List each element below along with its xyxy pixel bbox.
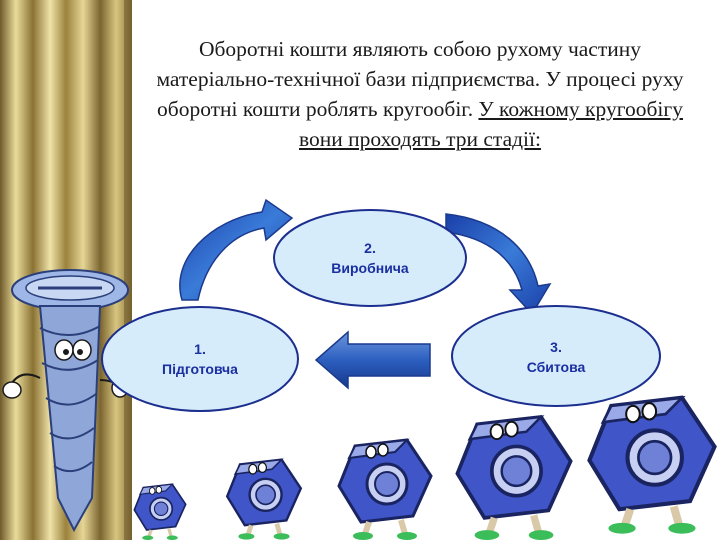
hex-nut-cartoon-icon xyxy=(132,482,188,540)
stage-ellipse-2 xyxy=(273,209,467,307)
stage-name-3: Сбитова xyxy=(526,359,586,375)
slide-text: Оборотні кошти являють собою рухому част… xyxy=(140,34,700,154)
stage-number-1: 1. xyxy=(194,341,206,357)
stage-label-3: 3. Сбитова xyxy=(476,337,636,377)
hex-nut-cartoon-icon xyxy=(334,436,436,540)
arrow-stage3-to-stage1 xyxy=(314,330,431,390)
slide-text-plain: Оборотні кошти являють собою рухому част… xyxy=(156,37,684,121)
stage-label-2: 2. Виробнича xyxy=(290,238,450,278)
screw-character-icon xyxy=(0,268,140,540)
stage-name-2: Виробнича xyxy=(331,260,409,276)
stage-number-2: 2. xyxy=(364,240,376,256)
hex-nut-cartoon-icon xyxy=(584,386,720,540)
hex-nut-cartoon-icon xyxy=(452,412,576,540)
arrow-stage1-to-stage2 xyxy=(179,198,294,301)
stage-ellipse-3 xyxy=(451,305,661,407)
stage-number-3: 3. xyxy=(550,339,562,355)
slide-text-underlined: У кожному кругообігу вони проходять три … xyxy=(299,97,683,151)
stage-name-1: Підготовча xyxy=(162,361,238,377)
hex-nut-cartoon-icon xyxy=(224,456,304,540)
stage-label-1: 1. Підготовча xyxy=(130,339,270,379)
stage-ellipse-1 xyxy=(101,306,299,412)
